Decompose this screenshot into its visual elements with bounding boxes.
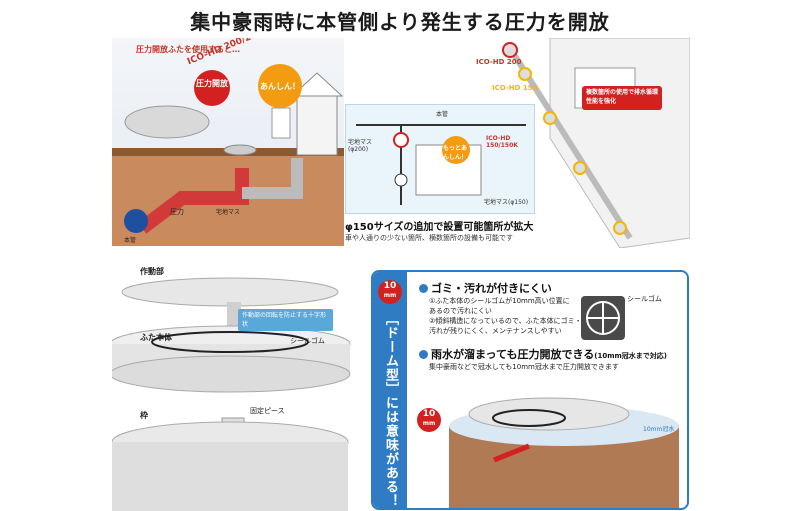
mid-mass-200: 宅地マス(φ200): [348, 139, 373, 153]
house: [296, 92, 338, 156]
water-badge: 10 mm: [417, 408, 441, 432]
relief-bubble: [258, 64, 302, 108]
usage-note: 圧力開放ふたを使用すると…: [136, 45, 240, 54]
house-roof: [290, 72, 344, 97]
part-frame-label: 枠: [140, 411, 148, 420]
mid-more-relief: もっとあんしん！: [443, 145, 468, 161]
feature-1-line2b: 汚れが残りにくく、メンテナンスしやすい: [429, 327, 562, 335]
building-svg: [502, 37, 691, 249]
feature-1-line2: ②傾斜構造になっているので、ふた本体にゴミ・: [429, 317, 582, 325]
main-pipe-label: 本管: [124, 236, 136, 244]
layout-svg: [356, 124, 526, 205]
panel-band: [373, 272, 407, 508]
cover-large: [124, 105, 210, 139]
bullet-icon: [419, 284, 428, 293]
seal-label: シールゴム: [290, 337, 325, 345]
height-badge: 10 mm: [378, 280, 402, 304]
mass-150-marker: [394, 173, 408, 187]
feature-1-heading: ゴミ・汚れが付きにくい: [419, 280, 552, 296]
pipe-red: [137, 168, 249, 234]
callout-text: 複数箇所の使用で排水循環性能を強化: [586, 89, 659, 105]
house-mass-label: 宅地マス: [216, 208, 240, 216]
water-badge-unit: mm: [422, 420, 436, 427]
body-bottom: [109, 355, 351, 393]
seal-ring: [151, 331, 309, 353]
cover-small: [223, 144, 257, 156]
dome-cover: [468, 397, 630, 431]
dome-feature-panel: 10 mm ［ドーム型］には意味がある！ ゴミ・汚れが付きにくい ①ふた本体のシ…: [371, 270, 689, 510]
feature-2-note: (10mm冠水まで対応): [594, 352, 667, 360]
callout-box: [582, 86, 662, 110]
water-level-label: 10mm冠水: [643, 426, 675, 433]
model-150-label: ICO-HD 150: [492, 84, 538, 92]
feature-2-heading: 雨水が溜まっても圧力開放できる(10mm冠水まで対応): [419, 346, 667, 362]
sewer-diagram: 圧力開放 あんしん！ 圧力 本管 宅地マス: [112, 64, 344, 246]
part-top-label: 作動部: [140, 267, 164, 276]
seal-photo-label: シールゴム: [627, 295, 662, 303]
page-title-text: 集中豪雨時に本管側より発生する圧力を開放: [190, 10, 610, 34]
rotation-note: 作動部の回転を防止する十字形状: [238, 309, 333, 331]
water-badge-value: 10: [422, 409, 436, 419]
exploded-view: 作動部 ふた本体 枠 作動部の回転を防止する十字形状 シールゴム 固定ピース: [109, 262, 370, 511]
model-200-label: ICO-HD 200: [476, 58, 522, 66]
mid-model: ICO-HD 150/150K: [486, 135, 518, 149]
node-150-a: [518, 67, 532, 81]
cover-parts-svg: [109, 277, 351, 511]
feature-1-title: ゴミ・汚れが付きにくい: [431, 282, 552, 295]
building-illustration: ICO-HD 200 ICO-HD 150 複数箇所の使用で排水循環性能を強化: [470, 37, 691, 249]
page-title: 集中豪雨時に本管側より発生する圧力を開放: [100, 6, 700, 38]
node-200: [502, 42, 518, 58]
actuator-disc: [121, 277, 339, 307]
node-150-d: [613, 221, 627, 235]
relief-text: あんしん！: [260, 82, 300, 91]
seal-icon: [586, 301, 620, 335]
node-150-c: [573, 161, 587, 175]
flood-illustration: [449, 397, 679, 508]
dome-vertical-text: ［ドーム型］には意味がある！: [383, 312, 398, 508]
fix-piece-label: 固定ピース: [250, 407, 285, 415]
more-relief-bubble: [442, 136, 470, 164]
part-body-label: ふた本体: [140, 333, 172, 342]
size-caption: φ150サイズの追加で設置可能箇所が拡大: [345, 222, 534, 233]
outflow-arrow: [493, 443, 530, 463]
pressure-release-text: 圧力開放: [196, 78, 229, 88]
bullet-icon: [419, 350, 428, 359]
panel-seal-ring: [492, 409, 566, 427]
frame-side: [112, 442, 348, 511]
size-subcaption: 車や人通りの少ない箇所、横数箇所の設備も可能です: [345, 234, 513, 242]
feature-2-title: 雨水が溜まっても圧力開放できる: [431, 348, 595, 361]
toilet-icon: [271, 107, 291, 139]
pipe-gray: [242, 158, 303, 199]
pressure-release-illustration: 圧力開放 あんしん！ 圧力 本管 宅地マス 圧力開放ふたを使用すると… ICO-…: [112, 38, 344, 246]
pressure-label: 圧力: [170, 207, 184, 216]
feature-2-sub: 集中豪雨などで冠水しても10mm冠水まで圧力開放できます: [429, 363, 619, 371]
badge-unit: mm: [383, 292, 397, 299]
layout-diagram: 本管 宅地マス(φ200) 宅地マス(φ150) もっとあんしん！ ICO-HD…: [345, 104, 550, 244]
badge-value: 10: [383, 281, 397, 291]
mid-main-pipe: 本管: [436, 111, 449, 118]
feature-1-line1b: あるので汚れにくい: [429, 307, 492, 315]
node-150-b: [543, 111, 557, 125]
pressure-bubble: [194, 70, 230, 106]
seal-photo: [581, 296, 625, 340]
drain-pipe: [507, 46, 633, 240]
main-pipe-icon: [124, 209, 148, 233]
feature-1-line1: ①ふた本体のシールゴムが10mm高い位置に: [429, 297, 570, 305]
mid-mass-150: 宅地マス(φ150): [484, 199, 529, 206]
mass-200-marker: [393, 132, 409, 148]
layout-box: 本管 宅地マス(φ200) 宅地マス(φ150) もっとあんしん！ ICO-HD…: [345, 104, 535, 214]
